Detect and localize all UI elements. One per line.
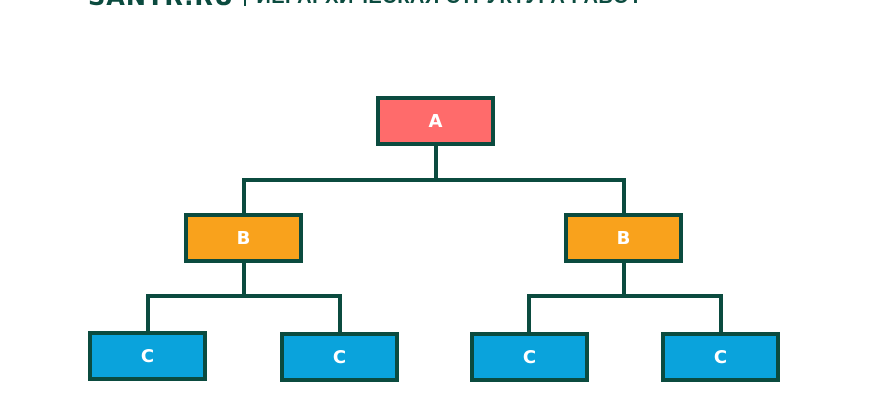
node-c-3-label: C [523, 347, 536, 368]
node-c-3: C [470, 332, 589, 382]
connector-a-to-b [242, 144, 626, 216]
connectors [146, 144, 723, 334]
node-b-left-label: B [237, 228, 251, 249]
page-title: ИЕРАРХИЧЕСКАЯ СТРУКТУРА РАБОТ [256, 0, 642, 9]
header-divider [244, 0, 247, 6]
node-b-left: B [184, 213, 303, 263]
node-b-right-label: B [617, 228, 631, 249]
brand-logo: SANTR.RU [88, 0, 234, 11]
node-c-2: C [280, 332, 399, 382]
node-c-1-label: C [141, 346, 154, 367]
node-c-4-label: C [714, 347, 727, 368]
header: SANTR.RU ИЕРАРХИЧЕСКАЯ СТРУКТУРА РАБОТ [88, 0, 642, 11]
node-a: A [376, 96, 495, 146]
node-c-4: C [661, 332, 780, 382]
connector-b1-to-c [146, 260, 342, 334]
node-c-1: C [88, 331, 207, 381]
connector-b2-to-c [527, 260, 723, 334]
node-c-2-label: C [333, 347, 346, 368]
node-a-label: A [429, 111, 443, 132]
node-b-right: B [564, 213, 683, 263]
